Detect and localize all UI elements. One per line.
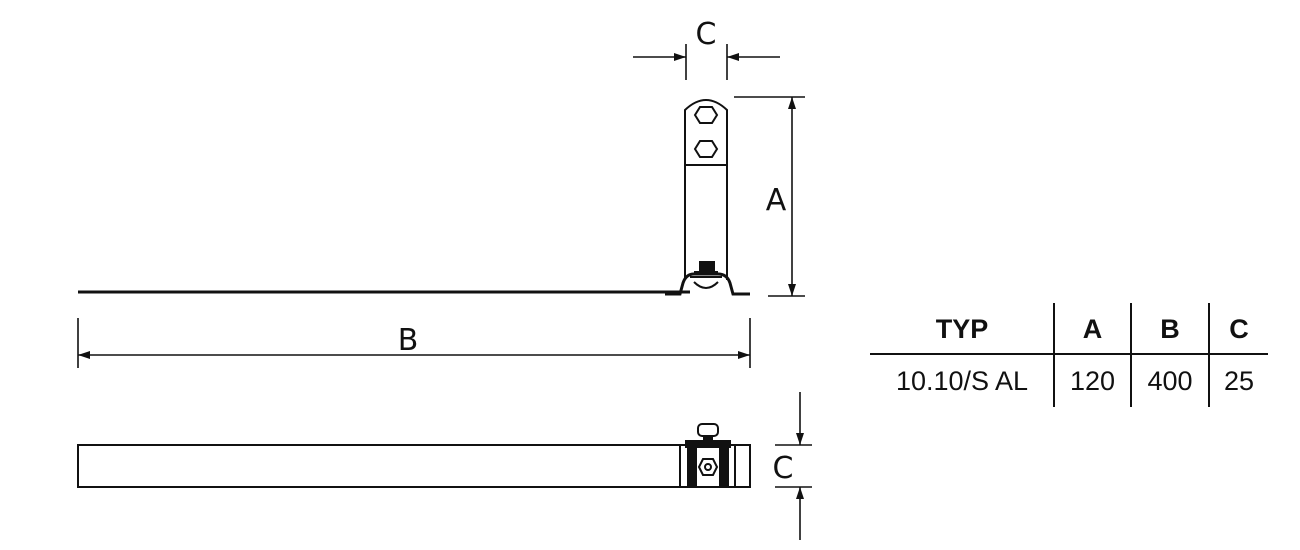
table-column-divider	[1130, 303, 1132, 407]
dimension-b	[77, 318, 751, 368]
cell-c: 25	[1223, 366, 1255, 396]
label-b: B	[398, 323, 419, 358]
header-a: A	[1082, 314, 1103, 344]
dimension-a	[734, 96, 805, 297]
label-a: A	[766, 183, 787, 218]
strip-top-view	[77, 423, 751, 488]
header-b: B	[1160, 314, 1180, 344]
dimension-c-top	[633, 44, 780, 80]
table-header-divider	[870, 353, 1268, 355]
label-c-bottom: C	[773, 451, 794, 486]
label-c-top: C	[696, 17, 717, 52]
vertical-bracket	[665, 99, 750, 296]
table-column-divider	[1053, 303, 1055, 407]
cell-a: 120	[1069, 366, 1116, 396]
table-column-divider	[1208, 303, 1210, 407]
header-typ: TYP	[935, 314, 989, 344]
cell-typ: 10.10/S AL	[895, 366, 1029, 396]
cell-b: 400	[1147, 366, 1193, 396]
header-c: C	[1229, 314, 1249, 344]
dimension-c-bottom	[775, 392, 812, 540]
